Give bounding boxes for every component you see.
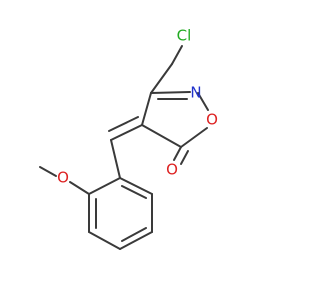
- structure-canvas: Cl N O O O: [39, 27, 218, 250]
- bond-c5-o-double-second: [180, 150, 189, 165]
- bond-n-o: [197, 92, 209, 111]
- atom-carbonyl-oxygen: O: [166, 161, 178, 179]
- bond-ch2-c3: [150, 63, 173, 94]
- atom-methoxy-oxygen: O: [57, 169, 69, 187]
- bond-aromatic-inner-3: [121, 185, 147, 199]
- atom-ring-oxygen: O: [206, 111, 218, 129]
- bond-cl-ch2: [171, 45, 183, 65]
- bond-o-c5: [180, 127, 208, 148]
- bond-c4-c3: [141, 92, 152, 126]
- bond-ar4-ar5: [119, 231, 153, 250]
- bond-c4-ch-double: [110, 124, 143, 141]
- bond-ar1-ar2: [88, 177, 121, 195]
- bond-aromatic-inner-2: [121, 227, 147, 242]
- bond-o-ch3: [39, 166, 57, 177]
- bond-ar3-ar4: [88, 231, 121, 250]
- bond-c5-c4: [141, 124, 182, 148]
- bond-ar6-ar1: [119, 177, 153, 195]
- bond-c3-n-double: [150, 91, 191, 94]
- molecule-diagram: Cl N O O O: [39, 27, 218, 250]
- bond-c4-ch-double-inner: [108, 116, 139, 132]
- bond-ch-aryl: [110, 139, 121, 179]
- bonds: [39, 45, 209, 250]
- atom-chlorine: Cl: [177, 27, 192, 45]
- bond-c5-o-double: [173, 146, 182, 161]
- bond-ar2-o: [69, 181, 90, 195]
- atom-labels: Cl N O O O: [57, 27, 218, 187]
- atom-ring-nitrogen: N: [190, 84, 201, 102]
